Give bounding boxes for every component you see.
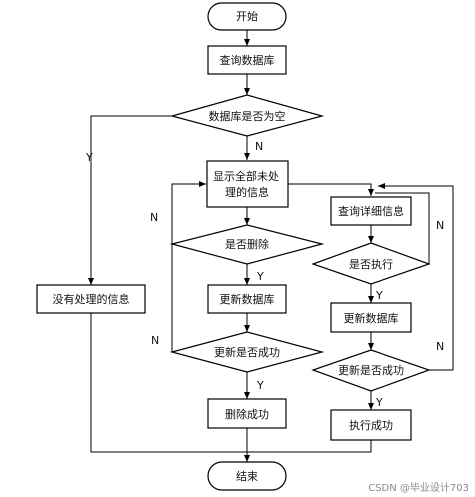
end-label: 结束 — [236, 470, 258, 483]
branch-labels: Y N N Y N Y Y N Y N — [85, 140, 444, 409]
db-empty-decision: 数据库是否为空 — [169, 94, 325, 137]
execute-decision: 是否执行 — [311, 242, 431, 285]
update-db-right-label: 更新数据库 — [344, 311, 399, 325]
label-y-update-right: Y — [375, 396, 383, 409]
label-y-update-left: Y — [256, 379, 264, 392]
label-y-delete: Y — [256, 270, 264, 283]
db-empty-label: 数据库是否为空 — [209, 109, 286, 123]
delete-label: 是否删除 — [225, 237, 269, 251]
no-info-label: 没有处理的信息 — [53, 292, 130, 306]
label-n-empty: N — [255, 140, 263, 153]
query-db-label: 查询数据库 — [220, 53, 275, 67]
query-detail-label: 查询详细信息 — [338, 204, 404, 218]
delete-done-label: 删除成功 — [225, 407, 269, 421]
label-n-delete: N — [150, 211, 158, 224]
delete-decision: 是否删除 — [169, 224, 325, 265]
execute-done-node: 执行成功 — [330, 409, 412, 441]
query-db-node: 查询数据库 — [207, 45, 287, 75]
show-label-line2: 理的信息 — [225, 185, 269, 199]
label-y-empty: Y — [85, 151, 93, 164]
delete-done-node: 删除成功 — [207, 398, 287, 429]
update-db-left-node: 更新数据库 — [207, 284, 287, 314]
update-db-right-node: 更新数据库 — [330, 302, 412, 333]
update-ok-left-decision: 更新是否成功 — [169, 331, 325, 373]
end-node: 结束 — [207, 461, 287, 491]
no-info-node: 没有处理的信息 — [36, 284, 146, 314]
execute-done-label: 执行成功 — [349, 418, 393, 432]
watermark: CSDN @毕业设计703 — [368, 483, 469, 494]
label-n-update-left: N — [151, 334, 159, 347]
query-detail-node: 查询详细信息 — [330, 196, 412, 226]
execute-label: 是否执行 — [349, 257, 393, 271]
start-label: 开始 — [236, 9, 258, 23]
update-ok-right-label: 更新是否成功 — [338, 363, 404, 377]
update-ok-right-decision: 更新是否成功 — [311, 349, 431, 392]
label-n-update-right: N — [436, 340, 444, 353]
connectors — [88, 30, 454, 462]
update-ok-left-label: 更新是否成功 — [214, 345, 280, 359]
update-db-left-label: 更新数据库 — [220, 292, 275, 306]
show-unprocessed-node: 显示全部未处 理的信息 — [206, 160, 289, 208]
start-node: 开始 — [207, 2, 287, 31]
label-y-execute: Y — [375, 289, 383, 302]
show-label-line1: 显示全部未处 — [213, 169, 279, 183]
label-n-execute: N — [436, 219, 444, 232]
